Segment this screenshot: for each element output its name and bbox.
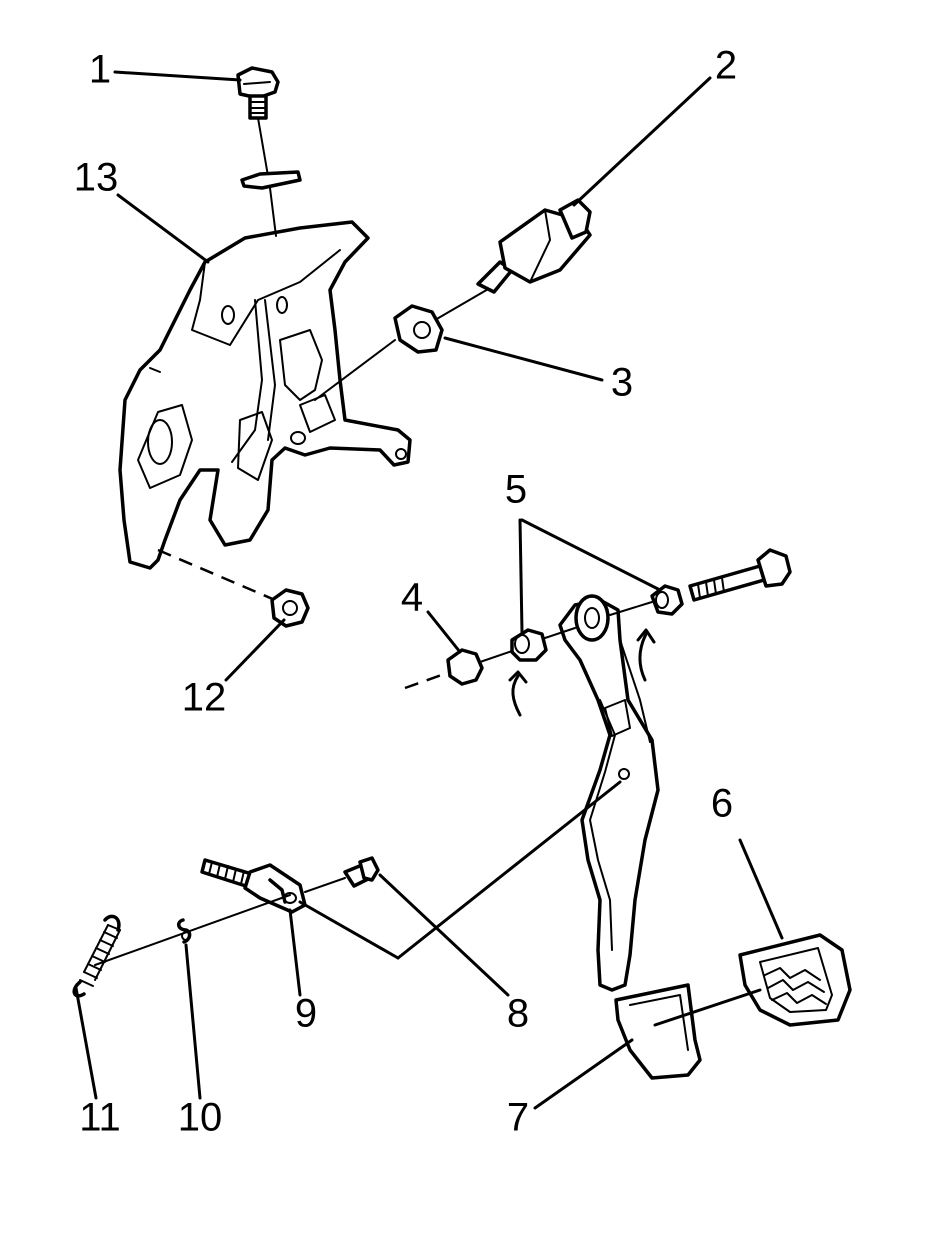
callout-1: 1 — [89, 48, 111, 92]
clip-10 — [177, 918, 192, 944]
brake-switch-2 — [314, 198, 592, 401]
pedal-pad-6 — [738, 933, 852, 1027]
pin-8 — [304, 856, 380, 893]
clip-3 — [393, 304, 444, 354]
callout-5: 5 — [505, 468, 527, 512]
brake-pedal-7 — [558, 594, 702, 1080]
pedal-bracket — [118, 220, 412, 570]
leader-lines — [74, 70, 784, 1110]
callout-2: 2 — [715, 44, 737, 88]
callout-8: 8 — [507, 992, 529, 1036]
callout-4: 4 — [401, 576, 423, 620]
callout-7: 7 — [507, 1096, 529, 1140]
callout-9: 9 — [295, 992, 317, 1036]
callout-12: 12 — [182, 676, 227, 720]
pivot-hardware — [404, 548, 792, 717]
pushrod-9 — [200, 858, 307, 914]
callout-labels: 1 2 3 4 5 6 7 8 9 10 11 12 13 — [74, 44, 737, 1140]
spring-11 — [72, 894, 291, 998]
callout-11: 11 — [79, 1096, 121, 1140]
callout-6: 6 — [711, 782, 733, 826]
callout-3: 3 — [611, 361, 633, 405]
callout-13: 13 — [74, 156, 119, 200]
nut-12 — [157, 548, 310, 628]
bolt-1 — [236, 66, 302, 237]
callout-10: 10 — [178, 1096, 223, 1140]
